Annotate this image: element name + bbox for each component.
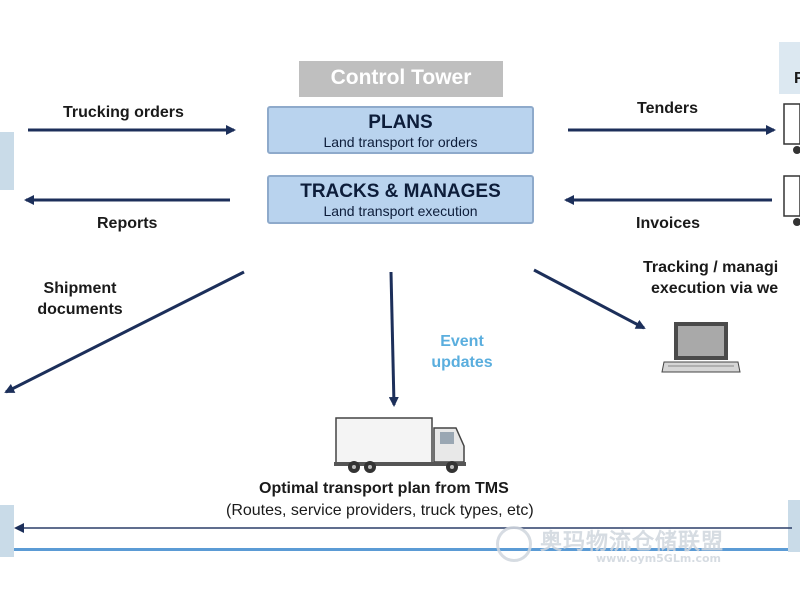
watermark-url: www.oym5GLm.com <box>596 552 722 565</box>
laptop-icon <box>661 322 741 373</box>
bottom-rule <box>14 548 788 551</box>
event-updates-line1: Event <box>440 333 484 350</box>
left-entity-block <box>0 132 14 190</box>
invoices-label: Invoices <box>636 215 701 232</box>
tracks-box: TRACKS & MANAGES Land transport executio… <box>267 175 534 224</box>
plans-box: PLANS Land transport for orders <box>267 106 534 154</box>
watermark-globe-icon <box>496 526 532 562</box>
plans-title: PLANS <box>368 112 433 133</box>
right-bottom-block <box>788 500 800 552</box>
right-entity-label: F <box>794 70 800 87</box>
tms-title: Optimal transport plan from TMS <box>259 480 509 497</box>
watermark-text: 奥玛物流仓储联盟 <box>540 530 725 555</box>
tracking-line2: execution via we <box>651 280 779 297</box>
right-truck-bottom-icon <box>783 175 800 226</box>
right-entity-block <box>779 42 800 94</box>
tracking-line1: Tracking / managi <box>643 259 779 276</box>
reports-label: Reports <box>97 215 158 232</box>
left-bottom-block <box>0 505 14 557</box>
tms-subtitle: (Routes, service providers, truck types,… <box>226 502 534 519</box>
shipment-documents-line2: documents <box>37 301 123 318</box>
watermark-logo: 奥玛物流仓储联盟 www.oym5GLm.com <box>492 520 792 572</box>
event-updates-arrow <box>388 271 399 407</box>
shipment-documents-label: Shipment documents <box>28 278 132 320</box>
tracking-label: Tracking / managi execution via we <box>641 257 778 299</box>
control-tower-title: Control Tower <box>299 61 503 97</box>
truck-icon <box>334 417 466 473</box>
trucking-orders-label: Trucking orders <box>63 104 184 121</box>
shipment-documents-line1: Shipment <box>43 280 117 297</box>
plans-subtitle: Land transport for orders <box>323 134 478 150</box>
right-truck-top-icon <box>783 103 800 154</box>
event-updates-label: Event updates <box>420 331 504 373</box>
tracks-subtitle: Land transport execution <box>323 203 478 219</box>
tracks-title: TRACKS & MANAGES <box>300 181 501 202</box>
shipment-documents-arrow <box>4 270 245 394</box>
tenders-label: Tenders <box>637 100 699 117</box>
tracking-arrow <box>533 268 646 330</box>
event-updates-line2: updates <box>431 354 493 371</box>
